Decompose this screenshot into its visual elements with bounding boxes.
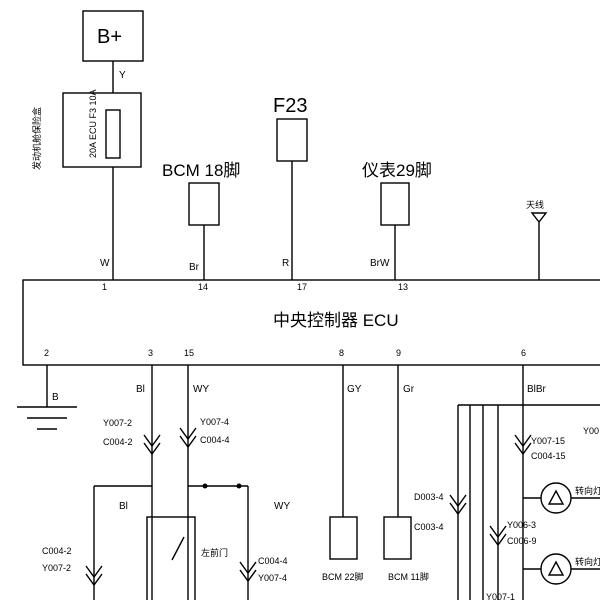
conn-y007-2: Y007-2 (103, 418, 132, 428)
pin15-wire-color: WY (193, 384, 209, 395)
f23-label: F23 (273, 95, 307, 117)
pin3-connector-icon (143, 434, 161, 456)
door-switch-label: 左前门 (201, 547, 228, 558)
conn-c003-4: C003-4 (414, 522, 444, 532)
conn-c004-2b: C004-2 (42, 546, 72, 556)
lamp1-icon (547, 489, 565, 505)
power-box (82, 10, 144, 62)
ecu-pin-17: 17 (297, 282, 307, 292)
pin9-wire-color: Gr (403, 384, 415, 395)
ecu-title: 中央控制器 ECU (273, 311, 399, 330)
antenna-label: 天线 (526, 199, 544, 210)
ecu-box (22, 279, 600, 366)
conn-y007-15: Y007-15 (531, 436, 565, 446)
wy-low-connector-icon (239, 561, 257, 583)
ecu-pin-15: 15 (184, 348, 194, 358)
ecu-pin-8: 8 (339, 348, 344, 358)
junction-dot-2 (236, 483, 242, 489)
lamp1-label: 转向灯 (575, 485, 600, 496)
conn-y007-4: Y007-4 (200, 417, 229, 427)
power-label: B+ (97, 26, 122, 48)
bcm18-label: BCM 18脚 (162, 161, 240, 180)
ground-wire-color: B (52, 392, 59, 403)
bcm11-label: BCM 11脚 (388, 572, 429, 582)
conn-ycut2: Y007-1 (486, 592, 515, 600)
bl-low-connector-icon (85, 565, 103, 587)
bcm18-wire-color: Br (189, 262, 200, 273)
conn-c004-4: C004-4 (200, 435, 230, 445)
conn-y006-3: Y006-3 (507, 520, 536, 530)
pin15-connector-icon (179, 427, 197, 449)
conn-y007-4b: Y007-4 (258, 573, 287, 583)
conn-c004-2: C004-2 (103, 437, 133, 447)
ecu-pin-13: 13 (398, 282, 408, 292)
lamp2-icon (547, 560, 565, 576)
pin1-wire-color: W (100, 258, 110, 269)
fuse-box-label: 发动机舱保险盒 (31, 107, 42, 170)
fuse-box (62, 92, 142, 168)
y006-connector-icon (489, 525, 507, 547)
ecu-pin-1: 1 (102, 282, 107, 292)
bcm22-box (329, 516, 358, 560)
pin8-wire-color: GY (347, 384, 362, 395)
bl-low-wire-color: Bl (119, 501, 128, 512)
conn-y007-2b: Y007-2 (42, 563, 71, 573)
lamp2-label: 转向灯 (575, 556, 600, 567)
conn-d003-4: D003-4 (414, 492, 444, 502)
conn-c006-9: C006-9 (507, 536, 537, 546)
fuse-inner-label: 20A ECU F3 10A (88, 89, 98, 158)
f23-wire-color: R (282, 258, 289, 269)
pin6-wire-color: BlBr (527, 384, 547, 395)
ecu-pin-2: 2 (44, 348, 49, 358)
bcm11-box (383, 516, 412, 560)
f23-box (276, 118, 308, 162)
pin3-wire-color: Bl (136, 384, 145, 395)
meter29-wire-color: BrW (370, 258, 390, 269)
ecu-pin-3: 3 (148, 348, 153, 358)
conn-ycut: Y00 (583, 426, 599, 436)
conn-c004-15: C004-15 (531, 451, 566, 461)
junction-dot-1 (202, 483, 208, 489)
bcm18-box (188, 182, 220, 226)
meter29-box (380, 182, 410, 226)
meter29-label: 仪表29脚 (362, 161, 432, 180)
bcm22-label: BCM 22脚 (322, 572, 364, 582)
pin6-connector-icon (514, 434, 532, 456)
d003-connector-icon (449, 494, 467, 516)
door-switch-contact (171, 536, 185, 561)
ecu-pin-14: 14 (198, 282, 208, 292)
antenna-icon (530, 212, 548, 224)
wy-low-wire-color: WY (274, 501, 290, 512)
ecu-pin-9: 9 (396, 348, 401, 358)
door-switch-box (146, 516, 196, 600)
fuse-element (105, 109, 121, 159)
power-wire-color: Y (119, 70, 126, 81)
conn-c004-4b: C004-4 (258, 556, 288, 566)
ecu-pin-6: 6 (521, 348, 526, 358)
